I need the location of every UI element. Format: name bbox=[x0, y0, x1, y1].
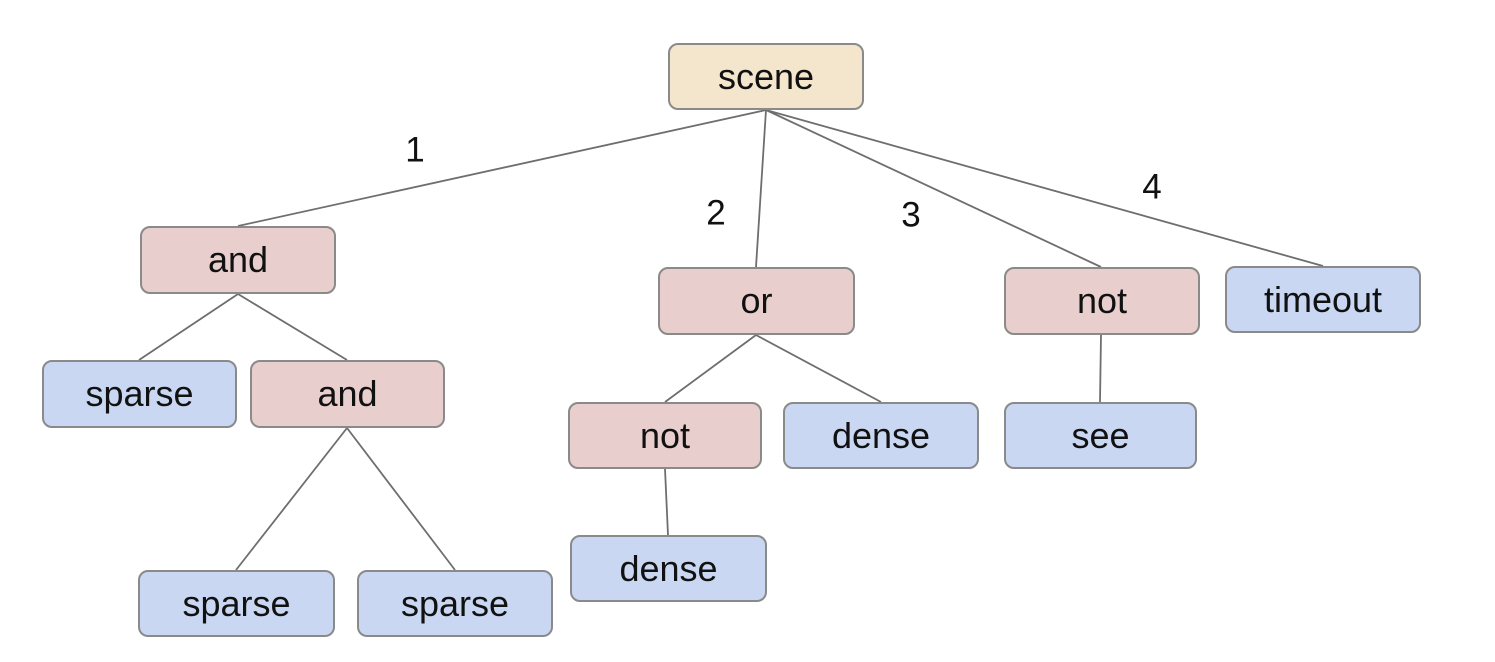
edge-and2-sparse2 bbox=[346, 427, 456, 571]
node-scene: scene bbox=[668, 43, 864, 110]
node-not-2: not bbox=[568, 402, 762, 469]
node-dense-1: dense bbox=[783, 402, 979, 469]
edge-scene-and bbox=[237, 109, 767, 227]
node-dense-2: dense bbox=[570, 535, 767, 602]
edge-label-1: 1 bbox=[405, 130, 425, 170]
edge-or-not bbox=[664, 334, 757, 403]
edge-or-dense bbox=[755, 334, 882, 403]
node-sparse-2: sparse bbox=[138, 570, 335, 637]
node-and-1: and bbox=[140, 226, 336, 294]
edge-label-3: 3 bbox=[901, 195, 921, 235]
node-not-1: not bbox=[1004, 267, 1200, 335]
edge-and-and bbox=[237, 293, 348, 361]
edge-label-2: 2 bbox=[706, 193, 726, 233]
node-see: see bbox=[1004, 402, 1197, 469]
node-and-2: and bbox=[250, 360, 445, 428]
node-sparse-1: sparse bbox=[42, 360, 237, 428]
node-or: or bbox=[658, 267, 855, 335]
edge-and-sparse bbox=[138, 293, 239, 361]
edge-label-4: 4 bbox=[1142, 167, 1162, 207]
node-sparse-3: sparse bbox=[357, 570, 553, 637]
edge-and2-sparse bbox=[235, 427, 348, 571]
edge-not2-dense bbox=[664, 468, 669, 536]
edge-not-see bbox=[1099, 334, 1102, 403]
node-timeout: timeout bbox=[1225, 266, 1421, 333]
edge-scene-or bbox=[755, 109, 767, 268]
edge-scene-timeout bbox=[765, 109, 1324, 267]
edge-scene-not bbox=[765, 109, 1102, 268]
